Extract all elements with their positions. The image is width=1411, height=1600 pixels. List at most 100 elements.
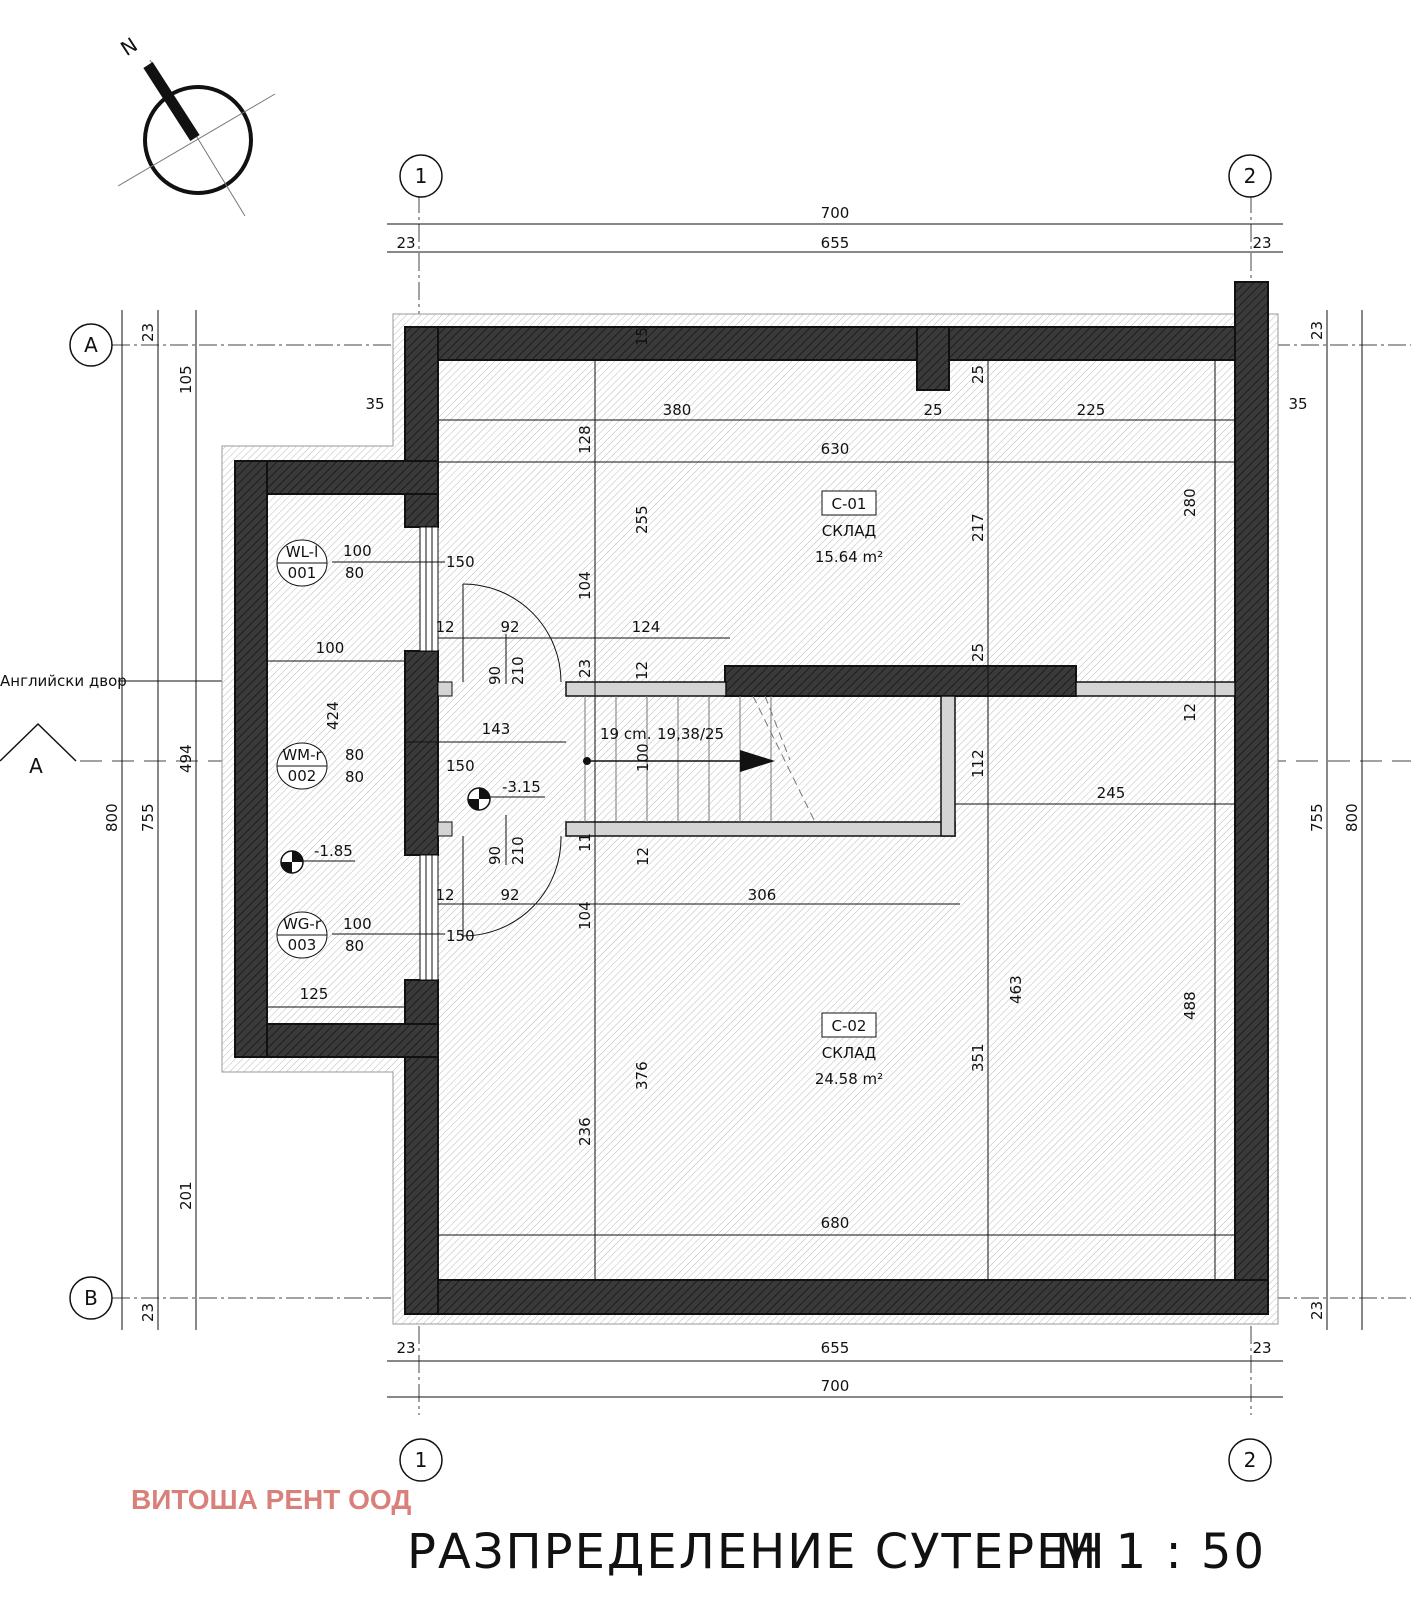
window-tag-002: WM-r 002 80 80 150 — [276, 742, 475, 790]
svg-text:23: 23 — [1252, 234, 1271, 252]
svg-text:12: 12 — [435, 886, 454, 904]
svg-text:35: 35 — [1288, 395, 1307, 413]
svg-text:23: 23 — [396, 234, 415, 252]
svg-text:23: 23 — [139, 323, 157, 342]
svg-text:150: 150 — [446, 757, 475, 775]
svg-text:С-01: С-01 — [832, 495, 867, 513]
svg-text:376: 376 — [633, 1061, 651, 1090]
svg-text:255: 255 — [633, 505, 651, 534]
window-tags: WL-l 001 100 80 150 WM-r 002 80 80 150 W… — [276, 539, 475, 959]
svg-text:128: 128 — [576, 425, 594, 454]
svg-text:700: 700 — [821, 204, 850, 222]
svg-text:306: 306 — [748, 886, 777, 904]
wall-stub-north — [916, 326, 950, 391]
svg-text:92: 92 — [500, 886, 519, 904]
svg-text:23: 23 — [1308, 321, 1326, 340]
insulation-layer — [221, 313, 1279, 1325]
svg-text:112: 112 — [969, 749, 987, 778]
svg-text:12: 12 — [634, 847, 652, 866]
svg-text:488: 488 — [1181, 991, 1199, 1020]
svg-text:19 cm.: 19 cm. — [600, 725, 651, 743]
svg-text:A: A — [29, 754, 43, 778]
svg-text:100: 100 — [343, 542, 372, 560]
svg-text:150: 150 — [446, 927, 475, 945]
north-arrow-icon: N — [116, 33, 276, 217]
section-label: Английски двор — [0, 672, 127, 690]
doors — [462, 583, 562, 937]
windows — [419, 526, 453, 981]
axis-bubble-b: B — [69, 1276, 113, 1320]
svg-text:-3.15: -3.15 — [502, 778, 541, 796]
stair: 19 cm. 19,38/25 — [565, 681, 1236, 837]
wall-pier-mid — [404, 650, 439, 856]
svg-text:23: 23 — [1308, 1301, 1326, 1320]
axis-bubble-2-bottom: 2 — [1228, 1438, 1272, 1482]
svg-text:92: 92 — [500, 618, 519, 636]
svg-text:A: A — [84, 333, 98, 357]
axis-bubble-2-top: 2 — [1228, 154, 1272, 198]
svg-text:125: 125 — [300, 985, 329, 1003]
svg-text:150: 150 — [446, 553, 475, 571]
svg-text:WL-l: WL-l — [286, 543, 319, 561]
svg-text:WM-r: WM-r — [282, 746, 322, 764]
svg-text:25: 25 — [923, 401, 942, 419]
svg-text:755: 755 — [139, 803, 157, 832]
svg-text:002: 002 — [288, 767, 317, 785]
svg-text:104: 104 — [576, 571, 594, 600]
svg-text:225: 225 — [1077, 401, 1106, 419]
svg-text:80: 80 — [345, 564, 364, 582]
svg-text:23: 23 — [576, 659, 594, 678]
svg-text:СКЛАД: СКЛАД — [822, 522, 876, 540]
svg-text:2: 2 — [1244, 1448, 1257, 1472]
svg-text:210: 210 — [509, 656, 527, 685]
svg-text:494: 494 — [177, 744, 195, 773]
svg-text:003: 003 — [288, 936, 317, 954]
svg-text:С-02: С-02 — [832, 1017, 867, 1035]
svg-text:15: 15 — [633, 327, 651, 346]
svg-text:80: 80 — [345, 768, 364, 786]
wall-west-upper — [404, 326, 439, 528]
svg-text:424: 424 — [324, 701, 342, 730]
svg-text:630: 630 — [821, 440, 850, 458]
svg-text:463: 463 — [1007, 975, 1025, 1004]
svg-text:100: 100 — [634, 743, 652, 772]
court-wall-south — [234, 1023, 439, 1058]
level-markers: -3.15 -1.85 — [280, 778, 545, 874]
svg-text:12: 12 — [1181, 703, 1199, 722]
room-tag-c02: С-02 СКЛАД 24.58 m² — [815, 1012, 883, 1088]
svg-text:25: 25 — [969, 365, 987, 384]
svg-text:280: 280 — [1181, 488, 1199, 517]
svg-text:351: 351 — [969, 1043, 987, 1072]
svg-text:25: 25 — [969, 643, 987, 662]
svg-text:700: 700 — [821, 1377, 850, 1395]
svg-text:124: 124 — [632, 618, 661, 636]
wall-east — [1234, 281, 1269, 1315]
court-wall-north — [234, 460, 439, 495]
room-tag-c01: С-01 СКЛАД 15.64 m² — [815, 490, 883, 566]
svg-text:380: 380 — [663, 401, 692, 419]
svg-text:12: 12 — [435, 618, 454, 636]
svg-text:800: 800 — [103, 803, 121, 832]
svg-text:23: 23 — [396, 1339, 415, 1357]
svg-text:245: 245 — [1097, 784, 1126, 802]
svg-text:1: 1 — [415, 1448, 428, 1472]
svg-text:90: 90 — [486, 846, 504, 865]
dimension-lines — [121, 223, 1363, 1398]
svg-text:80: 80 — [345, 937, 364, 955]
window-tag-003: WG-r 003 100 80 150 — [276, 911, 475, 959]
wall-south — [404, 1279, 1269, 1315]
svg-text:800: 800 — [1343, 803, 1361, 832]
svg-text:23: 23 — [1252, 1339, 1271, 1357]
svg-text:236: 236 — [576, 1117, 594, 1146]
svg-text:100: 100 — [316, 639, 345, 657]
drawing-title: РАЗПРЕДЕЛЕНИЕ СУТЕРЕН — [407, 1524, 1107, 1580]
walls — [234, 281, 1269, 1315]
svg-text:23: 23 — [139, 1303, 157, 1322]
axis-bubble-a: A — [69, 323, 113, 367]
svg-text:24.58 m²: 24.58 m² — [815, 1070, 883, 1088]
svg-text:-1.85: -1.85 — [314, 842, 353, 860]
court-wall-west — [234, 460, 268, 1058]
grid-bubbles: 1 2 1 2 A B — [69, 154, 1272, 1482]
svg-text:35: 35 — [365, 395, 384, 413]
